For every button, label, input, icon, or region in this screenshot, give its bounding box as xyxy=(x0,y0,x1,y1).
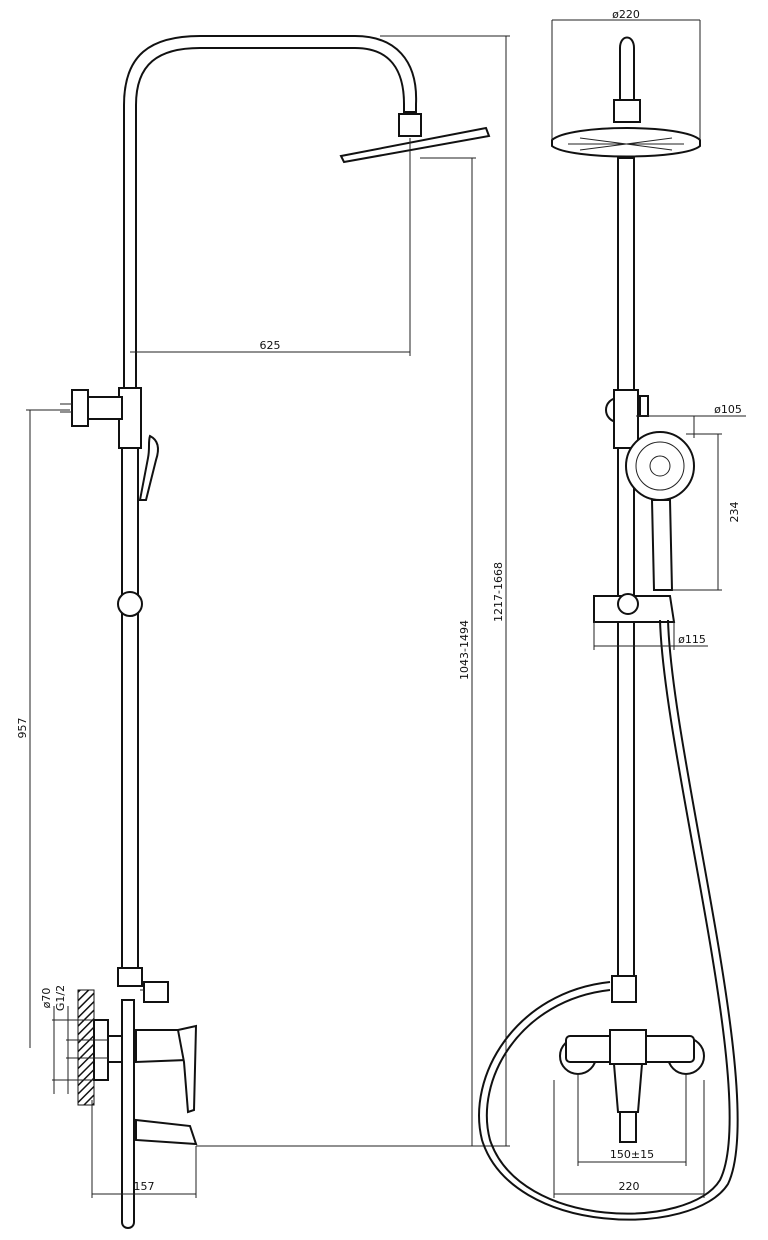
handshower-side xyxy=(138,434,159,501)
front-dimension-lines xyxy=(551,19,746,1198)
side-dimension-lines xyxy=(26,35,510,1198)
front-riser xyxy=(617,157,635,979)
thread-size-label: G1/2 xyxy=(54,985,67,1011)
wall-hatch xyxy=(77,989,95,1106)
wall-bracket-upper xyxy=(87,396,123,420)
lower-connector xyxy=(117,967,143,987)
front-overhead-head xyxy=(551,127,701,158)
handshower-diameter-label: ø105 xyxy=(714,403,742,416)
outlet-elbow xyxy=(143,981,169,1003)
centers-label: 150±15 xyxy=(610,1148,654,1161)
holder-diameter-label: ø115 xyxy=(678,633,706,646)
front-head-nozzles xyxy=(568,137,684,151)
mixer-connector xyxy=(107,1035,123,1063)
head-diameter-label: ø220 xyxy=(612,8,640,21)
arm-reach-label: 625 xyxy=(260,339,281,352)
mixer-lever-side xyxy=(176,1024,198,1114)
front-hose xyxy=(485,619,731,1215)
front-head-connector xyxy=(613,99,641,123)
total-height-label: 1217-1668 xyxy=(492,562,505,622)
front-holder-knob xyxy=(617,593,639,615)
mixer-projection-label: 157 xyxy=(134,1180,155,1193)
front-handshower-handle xyxy=(650,499,674,591)
wall-flange-label: ø70 xyxy=(40,988,53,1009)
head-connector xyxy=(398,113,422,137)
wall-flange xyxy=(93,1019,109,1081)
riser-pipe xyxy=(121,447,139,969)
front-spout-tip xyxy=(619,1111,637,1143)
front-side-handle xyxy=(639,395,649,417)
wall-bracket-plug xyxy=(71,389,89,427)
front-spout xyxy=(612,1063,644,1113)
spout-side xyxy=(135,1118,198,1146)
head-height-label: 1043-1494 xyxy=(458,620,471,680)
front-diverter-joint xyxy=(613,389,639,449)
overhead-head-side xyxy=(339,126,491,164)
front-view xyxy=(478,36,739,1221)
mixer-width-label: 220 xyxy=(619,1180,640,1193)
handshower-length-label: 234 xyxy=(728,502,741,523)
inlet-height-label: 957 xyxy=(16,718,29,739)
slider-knob-side xyxy=(117,591,143,617)
overhead-arm xyxy=(123,35,418,391)
side-view xyxy=(60,35,491,1229)
front-lower-connector xyxy=(611,975,637,1003)
front-arm-top xyxy=(619,36,635,119)
hose-side xyxy=(121,999,135,1229)
front-mixer-cartridge xyxy=(609,1029,647,1065)
